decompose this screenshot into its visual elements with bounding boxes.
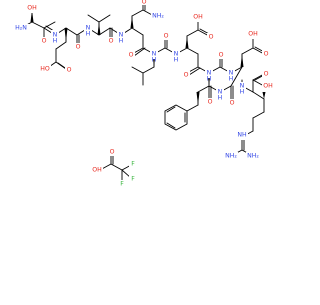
atom-oh-tfa: OH (92, 167, 102, 174)
atom-n-phe: N (218, 89, 223, 96)
atom-n-glu2: N (229, 70, 234, 77)
atom-o-glu1: O (67, 67, 72, 74)
atom-oh-arg-acid: OH (263, 83, 273, 90)
stereo-wedge (185, 36, 189, 48)
atom-n-asp: N (174, 51, 179, 58)
atom-nh-ala: H (207, 76, 212, 83)
atom-nh2-guan-2: NH₂ (247, 153, 259, 160)
atom-nh2-guan-1: NH₂ (225, 153, 237, 160)
structure-drawing: H₂N OH O HO O N H O N H O N H NH₂ O O N … (13, 0, 274, 189)
atom-o-val-bb: O (109, 38, 114, 45)
atom-n-arg: N (240, 83, 245, 90)
atom-nh-asn: H (119, 38, 124, 45)
atom-o-arg-acid: O (264, 71, 269, 78)
stereo-wedge (64, 28, 68, 42)
atom-nh-guan: NH (237, 132, 247, 139)
stereo-wedge (196, 92, 200, 105)
atom-nh-phe: H (218, 95, 223, 102)
atom-o-tfa: O (110, 149, 115, 156)
atom-f3: F (131, 176, 135, 183)
atom-o-glu2-bb: O (230, 100, 235, 107)
stereo-wedge (262, 92, 266, 99)
atom-o-asn-bb: O (129, 52, 134, 59)
atom-nh-arg: H (240, 89, 245, 96)
atom-oh-ser: OH (27, 5, 37, 12)
stereo-wedge (130, 16, 134, 28)
atom-nh-glu1: H (53, 38, 58, 45)
atom-n-asn: N (119, 32, 124, 39)
stereo-wedge (240, 54, 244, 67)
atom-o-ala-bb: O (219, 52, 224, 59)
atom-ho-glu1: HO (40, 66, 50, 73)
atom-f1: F (131, 161, 135, 168)
stereo-wedge (30, 10, 34, 22)
atom-nh2-asn: NH₂ (152, 13, 164, 20)
atom-nh-glu2: H (229, 76, 234, 83)
atom-nh-leu: H (152, 57, 157, 64)
atom-o-phe-bb: O (208, 99, 213, 106)
atom-o-glu1-bb: O (76, 44, 81, 51)
atom-f2: F (120, 181, 124, 188)
atom-n-ala: N (207, 70, 212, 77)
atom-oh-glu2: OH (248, 31, 258, 38)
atom-o-glu2-side: O (264, 51, 269, 58)
atom-h2n-ser: H₂N (15, 25, 27, 32)
atom-o-asp-side: O (209, 34, 214, 41)
atom-o-asp-bb: O (184, 72, 189, 79)
atom-labels: H₂N OH O HO O N H O N H O N H NH₂ O O N … (13, 0, 274, 189)
atom-n-glu1: N (53, 32, 58, 39)
atom-nh-val: H (86, 31, 91, 38)
atom-nh-asp: H (174, 57, 179, 64)
atom-n-leu: N (152, 51, 157, 58)
molecule-canvas: H₂N OH O HO O N H O N H O N H NH₂ O O N … (13, 0, 274, 189)
atom-o-leu-bb: O (164, 33, 169, 40)
stereo-wedge (97, 22, 101, 35)
atom-o-ser: O (42, 38, 47, 45)
atom-n-val: N (86, 25, 91, 32)
atom-oh-asp: OH (193, 14, 203, 21)
atom-o-asn-side: O (142, 0, 147, 6)
